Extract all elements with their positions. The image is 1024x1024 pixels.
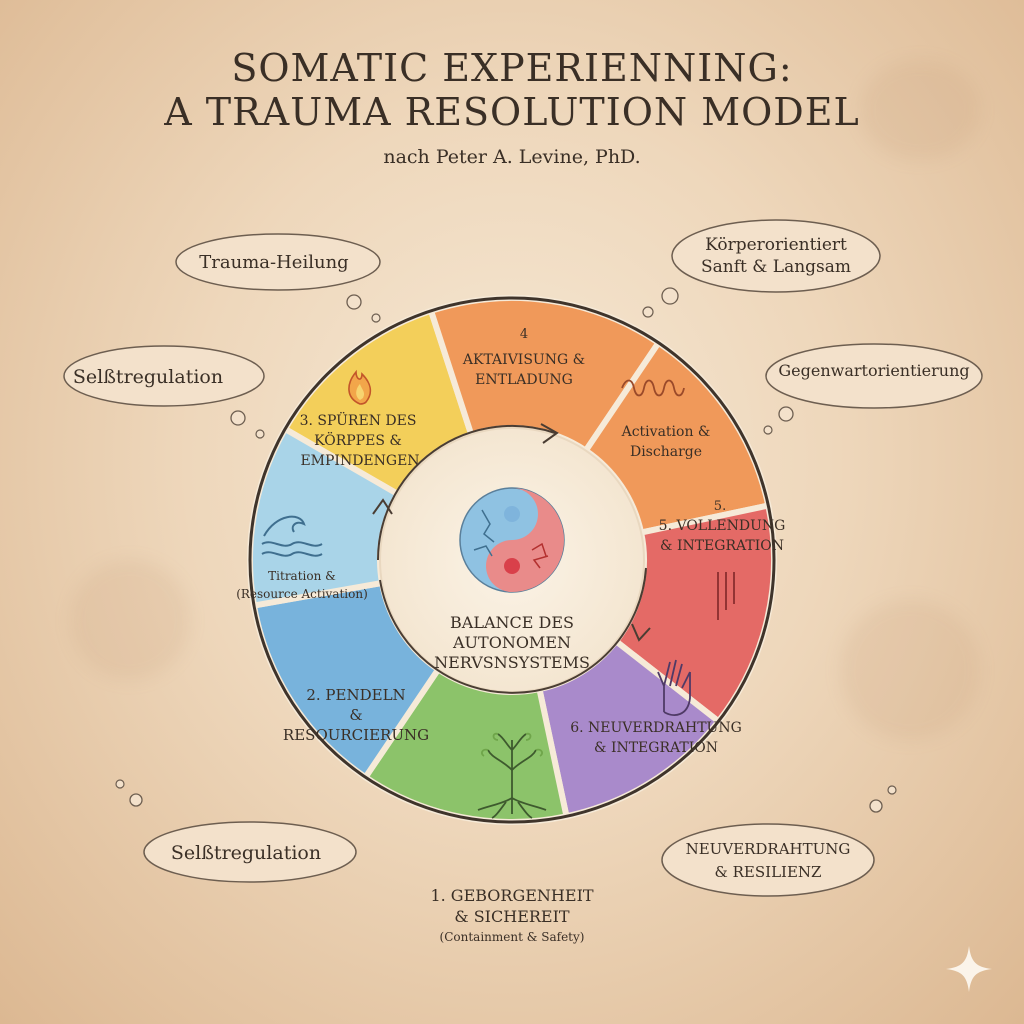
svg-text:AKTAIVISUNG &: AKTAIVISUNG & [462,352,585,368]
stage-1-line-1: 1. GEBORGENHEIT [430,886,594,905]
tree-icon [477,732,547,819]
svg-text:5.: 5. [714,499,726,514]
bubble-gegenwart: Gegenwartorientierung [763,343,983,435]
yin-yang-icon [459,487,565,593]
sparkle-icon [946,946,992,992]
svg-text:EMPINDENGEN: EMPINDENGEN [300,453,419,469]
title-line-1: SOMATIC EXPERIENNING: [231,46,793,90]
cycle-arrow-left-head [372,498,393,515]
bubble-gegenwart-text: Gegenwartorientierung [778,361,969,380]
bubble-koerper-line2: Sanft & Langsam [701,257,851,277]
segment-activation-label: Activation & Discharge [621,424,711,460]
drip-icon [717,572,735,620]
cycle-arrow-top-head [540,423,559,444]
svg-text:&: & [349,706,362,724]
bubble-neuverdrahtung-line1: NEUVERDRAHTUNG [686,840,851,858]
bubble-neuverdrahtung: NEUVERDRAHTUNG & RESILIENZ [661,785,897,897]
cycle-arrow-bottom [379,567,647,694]
segment-4-label: 4 AKTAIVISUNG & ENTLADUNG [462,327,585,388]
title-line-2: A TRAUMA RESOLUTION MODEL [164,90,860,134]
wave-icon [261,515,323,557]
svg-text:(Resource Activation): (Resource Activation) [236,587,368,601]
svg-text:Discharge: Discharge [630,444,702,460]
wheel-outline [248,296,776,824]
bubble-trauma-heilung-text: Trauma-Heilung [199,252,348,273]
cycle-arrow-right-head [631,623,651,642]
bubble-koerper-line1: Körperorientiert [705,235,847,255]
bubble-trauma-heilung: Trauma-Heilung [175,233,381,323]
svg-text:5. VOLLENDUNG: 5. VOLLENDUNG [659,518,786,534]
segment-3-label: 3. SPÜREN DES KÖRPPES & EMPINDENGEN [300,411,420,469]
bubble-selbstregulation-bottom-text: Selßtregulation [171,842,321,864]
segment-5-label: 5. 5. VOLLENDUNG & INTEGRATION [659,499,786,554]
svg-text:Titration &: Titration & [268,569,336,583]
flame-icon [348,369,372,405]
center-line-3: NERVSNSYSTEMS [434,653,590,672]
bubble-selbstregulation-top-text: Selßtregulation [73,366,223,388]
spring-icon [621,379,685,397]
hand-icon [657,659,691,716]
stage-1-label: 1. GEBORGENHEIT & SICHEREIT (Containment… [362,885,662,948]
stage-1-line-3: (Containment & Safety) [439,930,585,944]
svg-text:4: 4 [520,327,528,342]
svg-text:3. SPÜREN DES: 3. SPÜREN DES [300,411,417,429]
svg-text:RESOURCIERUNG: RESOURCIERUNG [283,726,429,744]
bubble-selbstregulation-top: Selßtregulation [63,345,265,439]
svg-text:& INTEGRATION: & INTEGRATION [594,740,718,756]
svg-text:2. PENDELN: 2. PENDELN [306,686,405,704]
subtitle: nach Peter A. Levine, PhD. [383,146,641,168]
center-line-1: BALANCE DES [450,613,574,632]
segment-titration-label: Titration & (Resource Activation) [236,569,368,601]
segment-6-label: 6. NEUVERDRAHTUNG & INTEGRATION [570,720,742,756]
svg-text:Activation &: Activation & [621,424,711,440]
bubble-koerperorientiert: Körperorientiert Sanft & Langsam [642,219,881,318]
center-line-2: AUTONOMEN [452,633,571,652]
svg-text:& INTEGRATION: & INTEGRATION [660,538,784,554]
bubble-selbstregulation-bottom: Selßtregulation [115,779,357,883]
cycle-arrow-top [377,424,556,561]
stage-1-line-2: & SICHEREIT [454,907,570,926]
bubble-neuverdrahtung-line2: & RESILIENZ [715,863,822,881]
cycle-arrows [372,423,651,694]
segment-2-label: 2. PENDELN & RESOURCIERUNG [283,686,429,744]
svg-text:6. NEUVERDRAHTUNG: 6. NEUVERDRAHTUNG [570,720,742,736]
svg-text:KÖRPPES &: KÖRPPES & [314,431,402,449]
svg-text:ENTLADUNG: ENTLADUNG [475,372,573,388]
